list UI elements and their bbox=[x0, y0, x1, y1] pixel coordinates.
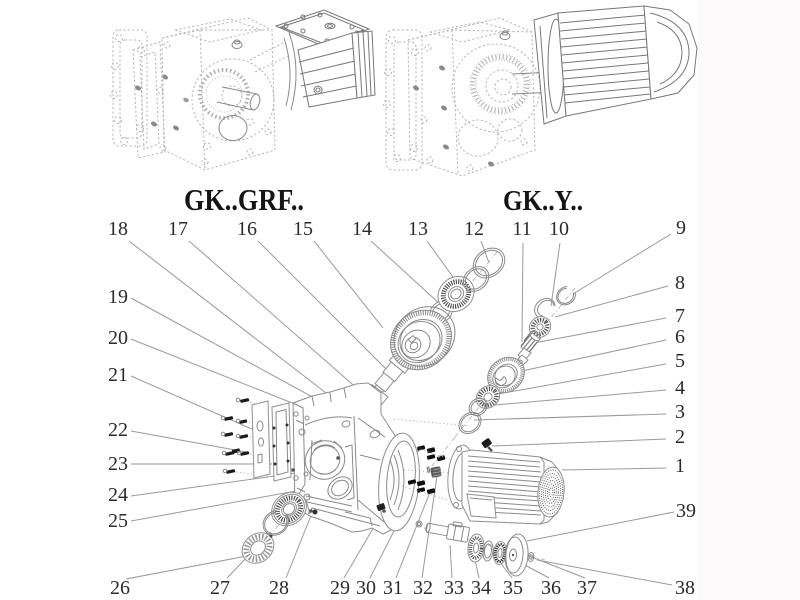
svg-text:10: 10 bbox=[549, 218, 569, 240]
svg-text:37: 37 bbox=[577, 577, 597, 599]
svg-text:25: 25 bbox=[108, 510, 128, 532]
svg-text:22: 22 bbox=[108, 419, 128, 441]
svg-text:15: 15 bbox=[293, 218, 313, 240]
svg-text:5: 5 bbox=[675, 350, 685, 372]
svg-text:35: 35 bbox=[503, 577, 523, 599]
svg-text:16: 16 bbox=[237, 218, 257, 240]
svg-text:9: 9 bbox=[676, 217, 686, 239]
svg-text:32: 32 bbox=[413, 577, 433, 599]
svg-text:23: 23 bbox=[108, 453, 128, 475]
svg-text:34: 34 bbox=[471, 577, 491, 599]
svg-text:2: 2 bbox=[675, 426, 685, 448]
svg-text:36: 36 bbox=[541, 577, 561, 599]
svg-text:24: 24 bbox=[108, 484, 128, 506]
svg-text:27: 27 bbox=[210, 577, 230, 599]
svg-text:19: 19 bbox=[108, 286, 128, 308]
svg-text:12: 12 bbox=[464, 218, 484, 240]
svg-text:21: 21 bbox=[108, 364, 128, 386]
svg-text:13: 13 bbox=[408, 218, 428, 240]
svg-text:30: 30 bbox=[356, 577, 376, 599]
svg-text:26: 26 bbox=[110, 577, 130, 599]
svg-text:7: 7 bbox=[675, 305, 685, 327]
svg-text:29: 29 bbox=[330, 577, 350, 599]
svg-text:39: 39 bbox=[676, 500, 696, 522]
svg-text:38: 38 bbox=[675, 577, 695, 599]
svg-text:18: 18 bbox=[108, 218, 128, 240]
svg-text:17: 17 bbox=[168, 218, 188, 240]
svg-text:8: 8 bbox=[675, 272, 685, 294]
svg-text:6: 6 bbox=[675, 326, 685, 348]
svg-text:GK..GRF..: GK..GRF.. bbox=[184, 182, 304, 217]
svg-text:4: 4 bbox=[675, 377, 685, 399]
svg-text:33: 33 bbox=[444, 577, 464, 599]
svg-text:11: 11 bbox=[512, 218, 531, 240]
svg-text:GK..Y..: GK..Y.. bbox=[503, 185, 583, 217]
svg-text:20: 20 bbox=[108, 327, 128, 349]
svg-text:1: 1 bbox=[675, 455, 685, 477]
svg-text:3: 3 bbox=[675, 401, 685, 423]
svg-text:14: 14 bbox=[352, 218, 372, 240]
svg-text:28: 28 bbox=[269, 577, 289, 599]
svg-text:31: 31 bbox=[383, 577, 403, 599]
